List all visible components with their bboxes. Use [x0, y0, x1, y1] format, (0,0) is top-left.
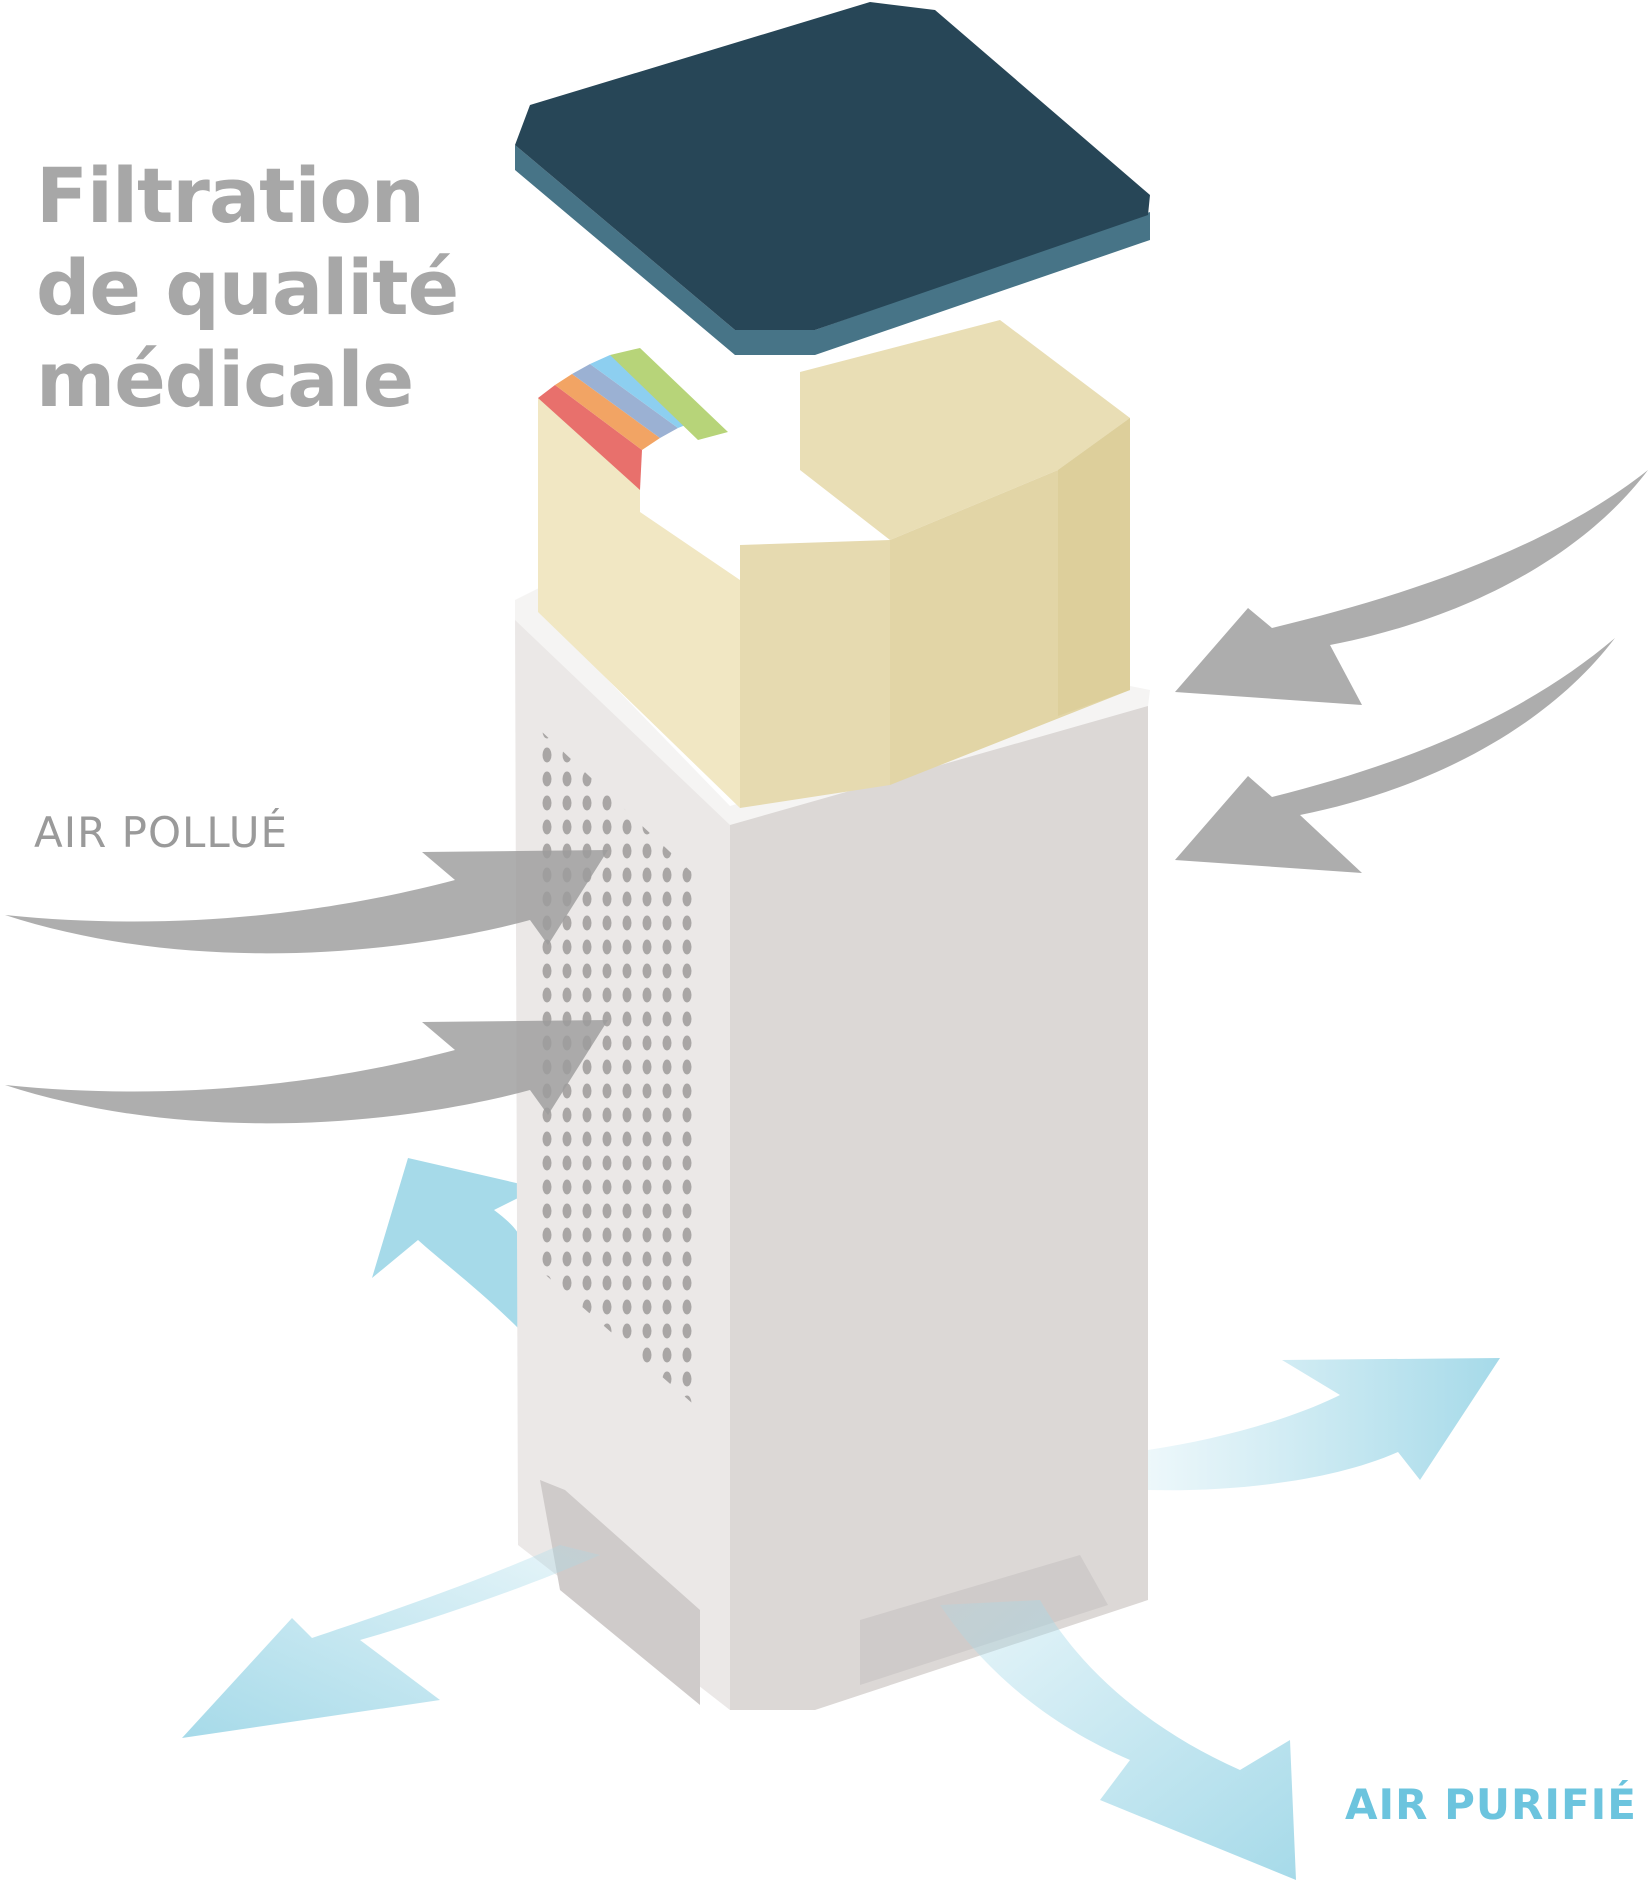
filter-layer-purple	[572, 364, 678, 438]
purified-arrow-bottom-right	[1148, 1358, 1500, 1491]
polluted-arrow-right-upper	[1175, 470, 1648, 705]
filter-block-middle	[740, 540, 890, 808]
purified-arrow-bottom-left	[182, 1545, 600, 1738]
polluted-arrow-right-lower	[1175, 638, 1615, 873]
title-line-3: médicale	[36, 335, 414, 424]
polluted-arrow-left-lower	[5, 1020, 608, 1124]
filter-layer-red	[538, 385, 642, 490]
title-line-1: Filtration	[36, 151, 425, 240]
page-title: Filtration de qualité médicale	[36, 150, 556, 426]
filter-layer-green	[610, 348, 728, 440]
housing-foot-left	[540, 1480, 700, 1705]
perforated-grille	[540, 730, 700, 1410]
purified-arrow-bottom-center	[940, 1600, 1296, 1880]
filter-block-right-top	[800, 320, 1130, 540]
filter-block-right-side	[1058, 418, 1130, 716]
cap-side	[515, 145, 1150, 355]
filter-block-left	[538, 398, 740, 808]
housing-rim	[515, 585, 1150, 825]
label-purified-air: AIR PURIFIÉ	[1345, 1780, 1637, 1829]
cap-top	[515, 2, 1150, 330]
polluted-arrow-left-upper	[5, 850, 608, 954]
title-line-2: de qualité	[36, 243, 459, 332]
label-polluted-air: AIR POLLUÉ	[34, 808, 289, 857]
filter-layer-orange	[555, 374, 660, 450]
purified-arrow-upper-left	[372, 1158, 538, 1330]
housing-front-face	[730, 690, 1148, 1710]
